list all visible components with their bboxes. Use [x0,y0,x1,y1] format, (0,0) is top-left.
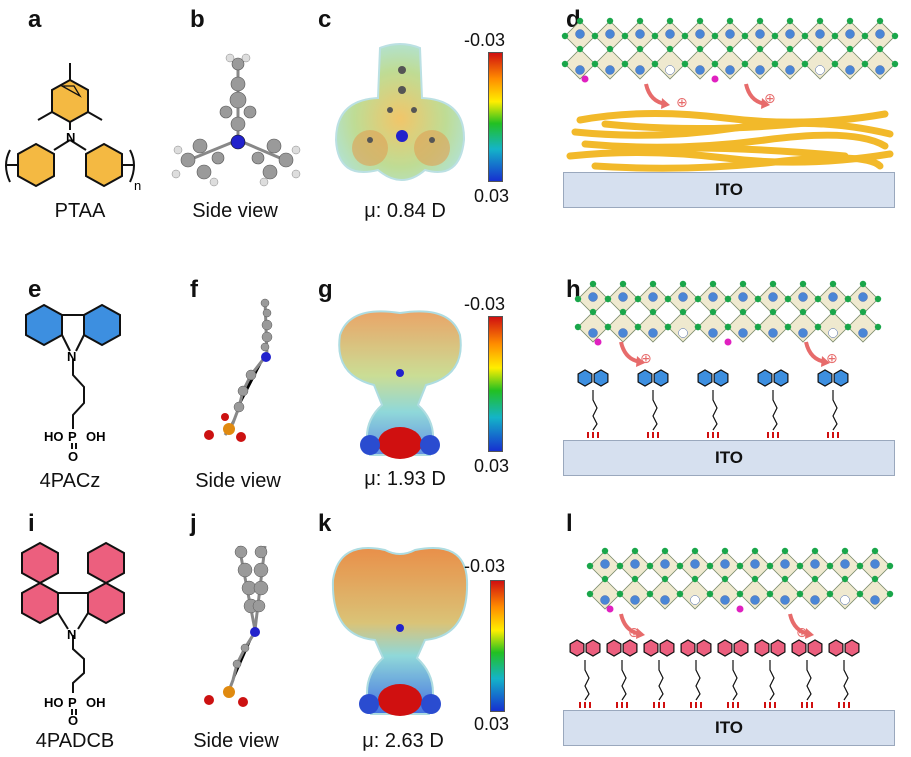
perovskite-layer-l [586,547,894,613]
4padcb-esp-map [331,547,469,716]
4pacz-nitrogen-label: N [67,349,76,364]
view-caption-4padcb: Side view [193,730,279,752]
4pacz-o-label: O [68,449,78,464]
4pacz-esp-map [338,310,462,459]
4pacz-oh-label: OH [86,429,106,444]
panel-label-i: i [28,510,35,537]
view-caption-ptaa: Side view [192,200,278,222]
ito-substrate-h: ITO [563,440,895,476]
dipole-caption-4padcb: μ: 2.63 D [362,730,444,752]
4pacz-ho-label: HO [44,429,64,444]
4pacz-structure: N HO P OH O [25,303,121,464]
hole-symbol-h2: ⊕ [826,350,838,366]
ito-substrate-d: ITO [563,172,895,208]
hole-arrow-l1 [619,613,645,639]
4padcb-ho-label: HO [44,695,64,710]
molecule-name-4pacz: 4PACz [39,470,101,492]
panel-label-b: b [190,6,205,33]
dipole-caption-4pacz: μ: 1.93 D [364,468,446,490]
4padcb-side-view-model [204,545,269,707]
4padcb-p-label: P [68,695,77,710]
hole-arrow-h1 [619,341,645,367]
4pacz-p-label: P [68,429,77,444]
panel-label-f: f [190,276,198,303]
colorbar-bottom-label-1: 0.03 [474,186,510,206]
hole-arrow-l2 [788,613,814,639]
view-caption-4pacz: Side view [195,470,281,492]
panel-label-a: a [28,6,42,33]
4padcb-nitrogen-label: N [67,627,76,642]
molecule-name-4padcb: 4PADCB [35,730,115,752]
molecule-name-ptaa: PTAA [54,200,106,222]
panel-label-g: g [318,276,333,303]
hole-arrow-d1 [644,83,670,109]
colorbar-top-label-2: -0.03 [464,294,506,314]
ptaa-esp-map [334,43,466,181]
4pacz-side-view-model [204,298,273,442]
perovskite-layer-d [561,17,899,83]
ptaa-side-view-model [171,53,301,187]
colorbar-bottom-label-3: 0.03 [474,714,510,734]
dipole-caption-ptaa: μ: 0.84 D [364,200,446,222]
ptaa-nitrogen-label: N [66,130,75,145]
sam-molecules-4pacz [577,369,849,438]
esp-colorbar-1 [488,52,503,182]
ito-substrate-l: ITO [563,710,895,746]
hole-symbol-l2: ⊕ [796,624,808,640]
panel-label-h: h [566,276,581,303]
ptaa-repeat-n-label: n [134,178,141,193]
sam-molecules-4padcb [569,639,860,708]
4padcb-oh-label: OH [86,695,106,710]
hole-symbol-d2: ⊕ [764,90,776,106]
esp-colorbar-3 [490,580,505,712]
colorbar-top-label-3: -0.03 [464,556,506,576]
panel-label-j: j [190,510,197,537]
panel-label-e: e [28,276,42,303]
colorbar-bottom-label-2: 0.03 [474,456,510,476]
colorbar-top-label-1: -0.03 [464,30,506,50]
panel-label-c: c [318,6,332,33]
panel-label-l: l [566,510,573,537]
ptaa-chain-layer [566,109,894,172]
panel-label-k: k [318,510,332,537]
hole-symbol-d1: ⊕ [676,94,688,110]
perovskite-layer-h [574,280,882,346]
hole-arrow-d2 [744,83,770,109]
4padcb-structure: N HO P OH O [21,541,125,728]
hole-arrow-h2 [804,341,830,367]
hole-symbol-h1: ⊕ [640,350,652,366]
4padcb-o-label: O [68,713,78,728]
ptaa-structure: N n [5,63,141,193]
hole-symbol-l1: ⊕ [628,624,640,640]
esp-colorbar-2 [488,316,503,452]
